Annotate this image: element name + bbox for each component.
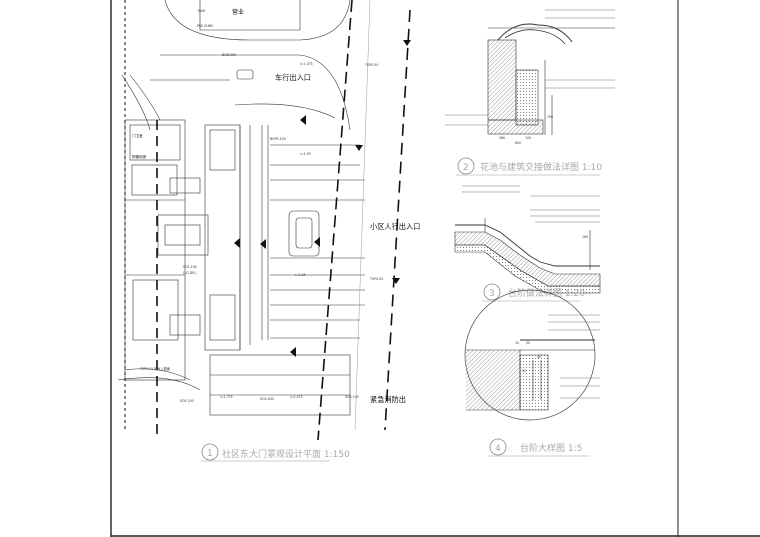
svg-text:i=1.075: i=1.075 <box>300 62 313 66</box>
top-building-label: 营业 <box>232 8 244 16</box>
plan-labels: 车行出入口 小区人行出入口 紧急消防出 营业 门卫室 物管用房 <box>132 8 420 404</box>
svg-text:TSPS-03 用水上路面: TSPS-03 用水上路面 <box>139 366 170 371</box>
svg-text:SOS.100: SOS.100 <box>180 399 194 403</box>
svg-text:i=1.05: i=1.05 <box>295 273 306 277</box>
step-large-dimensions: 10 20 40 30 <box>515 341 541 373</box>
svg-text:i=1.05: i=1.05 <box>300 152 311 156</box>
dim-150: 150 <box>547 115 553 119</box>
dim-280: 280 <box>499 136 505 140</box>
dim-100: 100 <box>525 136 531 140</box>
vehicle-entrance-label: 车行出入口 <box>275 73 311 82</box>
detail-1-title: 1 社区东大门景观设计平面 1:150 <box>200 443 350 462</box>
dim-20: 20 <box>522 369 526 373</box>
detail-2-title-text: 花池与建筑交接做法详图 1:10 <box>480 161 602 173</box>
fire-exit-label: 紧急消防出 <box>370 395 406 404</box>
dim-10: 10 <box>515 341 519 345</box>
step-large-detail <box>464 289 600 421</box>
step-section-detail <box>454 185 601 294</box>
svg-text:i=1.775: i=1.775 <box>220 395 233 399</box>
detail-3-number: 3 <box>489 289 495 299</box>
planter-detail <box>445 9 615 135</box>
boundary-lines <box>124 0 411 441</box>
svg-text:SOS.100: SOS.100 <box>345 395 359 399</box>
svg-text:SOS.100: SOS.100 <box>183 265 197 269</box>
svg-text:BHPS 400: BHPS 400 <box>270 137 286 141</box>
svg-text:TSPS-04: TSPS-04 <box>364 63 378 67</box>
dim-600: 600 <box>515 141 521 145</box>
detail-2-title: 2 花池与建筑交接做法详图 1:10 <box>456 157 602 176</box>
svg-text:(1D.DR.): (1D.DR.) <box>183 271 197 275</box>
dim-40: 40 <box>537 355 541 359</box>
marker-triangles <box>234 40 411 357</box>
left-room-label-2: 物管用房 <box>132 154 147 159</box>
svg-text:PPA 218M: PPA 218M <box>197 24 213 28</box>
dim-160: 160 <box>582 235 588 239</box>
site-plan <box>117 0 365 416</box>
pedestrian-entrance-label: 小区人行出入口 <box>370 222 420 231</box>
detail-2-number: 2 <box>463 163 469 173</box>
svg-text:TSPS-03: TSPS-03 <box>369 277 383 281</box>
step-dimensions: 160 <box>582 235 588 239</box>
sheet-frame <box>110 0 760 537</box>
left-room-label-1: 门卫室 <box>132 133 143 138</box>
svg-text:BOB.000: BOB.000 <box>222 53 236 57</box>
dim-30: 30 <box>526 341 530 345</box>
svg-text:i=2.575: i=2.575 <box>290 395 303 399</box>
plan-annotations: NAN PPA 218M BOB.000 i=1.075 TSPS-04 BHP… <box>139 9 383 403</box>
detail-4-title-text: 台阶大样图 1:5 <box>520 442 582 454</box>
detail-4-title: 4 台阶大样图 1:5 <box>488 438 590 457</box>
planter-dimensions: 280 600 100 150 <box>499 115 553 145</box>
detail-1-title-text: 社区东大门景观设计平面 1:150 <box>222 448 350 460</box>
svg-text:SOS.400: SOS.400 <box>260 397 274 401</box>
detail-3-title-text: 台阶做法详图 1:20 <box>508 287 585 299</box>
svg-text:NAN: NAN <box>198 9 206 13</box>
detail-1-number: 1 <box>207 449 213 459</box>
detail-4-number: 4 <box>495 444 501 454</box>
